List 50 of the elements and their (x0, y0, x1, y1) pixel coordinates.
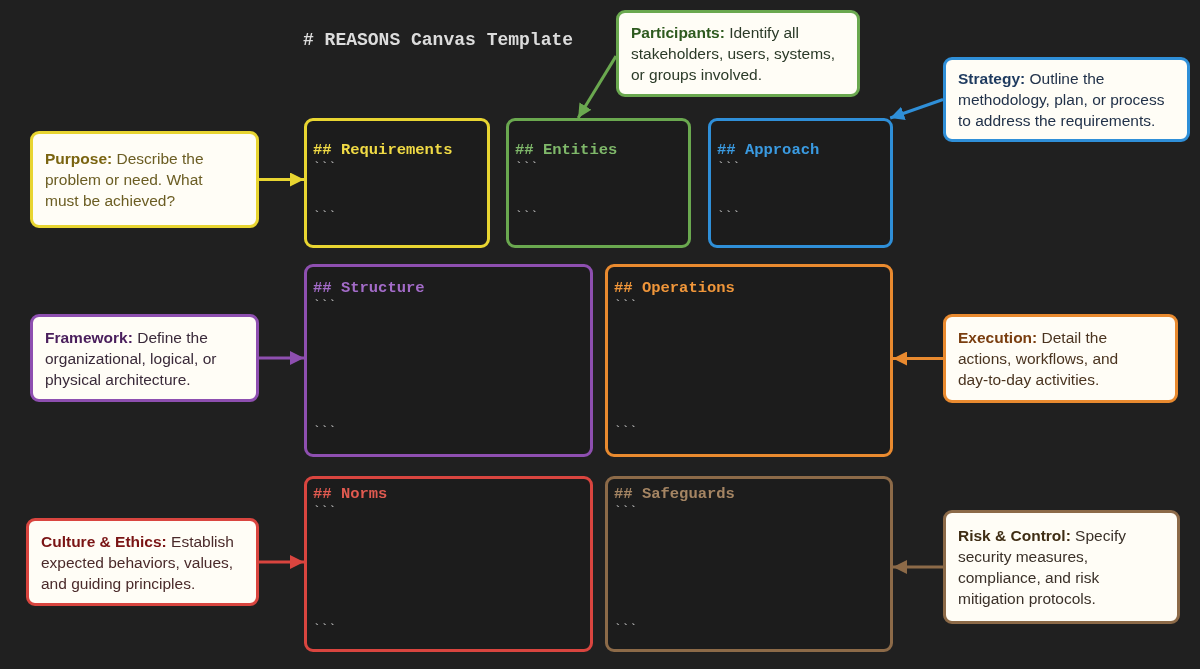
callout-text: Participants: Identify all stakeholders, users, systems, or groups involved. (631, 23, 837, 85)
section-heading: ## Entities (515, 140, 618, 160)
callout-card (30, 314, 259, 402)
callout-text: Culture & Ethics: Establish expected behaviors, values, and guiding principles. (41, 531, 235, 594)
code-fence: ``` (313, 209, 337, 224)
code-fence: ``` (515, 209, 539, 224)
code-fence: ``` (614, 298, 638, 313)
template-section (506, 118, 691, 248)
arrow (889, 98, 944, 120)
section-heading: ## Requirements (313, 140, 453, 160)
template-section (708, 118, 893, 248)
section-heading: ## Operations (614, 278, 735, 298)
arrow (893, 351, 943, 366)
arrow (893, 560, 943, 574)
callout-card (26, 518, 259, 606)
template-section (304, 476, 593, 652)
code-fence: ``` (614, 424, 638, 439)
callout-card (943, 510, 1180, 624)
code-fence: ``` (717, 209, 741, 224)
code-fence: ``` (717, 160, 741, 175)
code-fence: ``` (313, 160, 337, 175)
callout-text: Strategy: Outline the methodology, plan, or process to address the requirements. (958, 69, 1166, 131)
section-heading: ## Safeguards (614, 484, 735, 504)
page-title: # REASONS Canvas Template (303, 29, 574, 51)
code-fence: ``` (313, 622, 337, 637)
section-heading: ## Approach (717, 140, 820, 160)
callout-card (30, 131, 259, 228)
code-fence: ``` (313, 298, 337, 313)
callout-card (943, 57, 1190, 142)
arrow (259, 351, 304, 365)
code-fence: ``` (614, 622, 638, 637)
code-fence: ``` (313, 504, 337, 519)
code-fence: ``` (313, 424, 337, 439)
code-fence: ``` (614, 504, 638, 519)
section-heading: ## Structure (313, 278, 425, 298)
callout-card (943, 314, 1178, 403)
callout-text: Risk & Control: Specify security measures, compliance, and risk mitigation protocols. (958, 526, 1127, 609)
template-section (304, 264, 593, 457)
template-section (605, 476, 893, 652)
arrow (576, 55, 618, 119)
arrow (259, 555, 304, 569)
section-heading: ## Norms (313, 484, 388, 504)
callout-text: Purpose: Describe the problem or need. What must be achieved? (45, 149, 205, 211)
template-section (304, 118, 490, 248)
arrow (259, 172, 304, 187)
callout-text: Framework: Define the organizational, logical, or physical architecture. (45, 327, 218, 390)
callout-text: Execution: Detail the actions, workflows, and day-to-day activities. (958, 328, 1120, 390)
template-section (605, 264, 893, 457)
code-fence: ``` (515, 160, 539, 175)
callout-card (616, 10, 860, 97)
